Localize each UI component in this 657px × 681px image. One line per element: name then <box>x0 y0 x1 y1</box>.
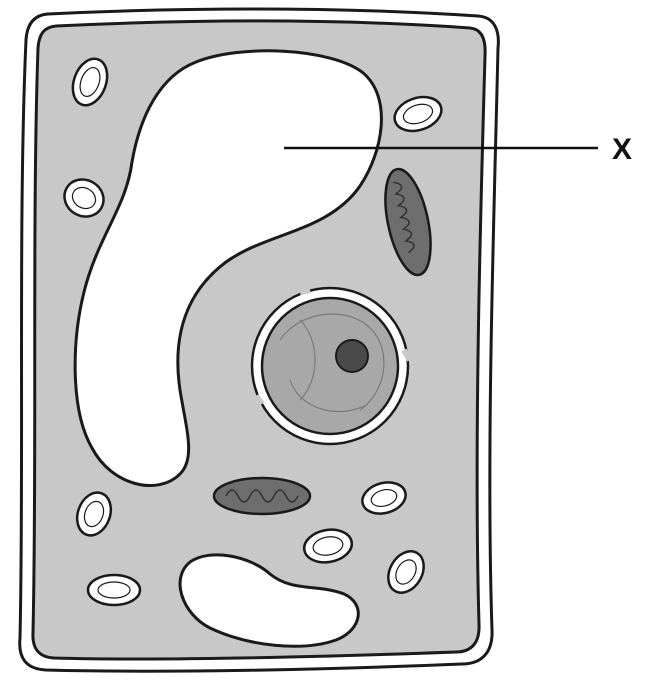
mitochondrion-bottom <box>214 478 310 514</box>
nucleolus <box>336 340 368 372</box>
nucleus <box>262 298 398 434</box>
chloroplast <box>88 575 140 605</box>
label-x: X <box>612 133 632 166</box>
